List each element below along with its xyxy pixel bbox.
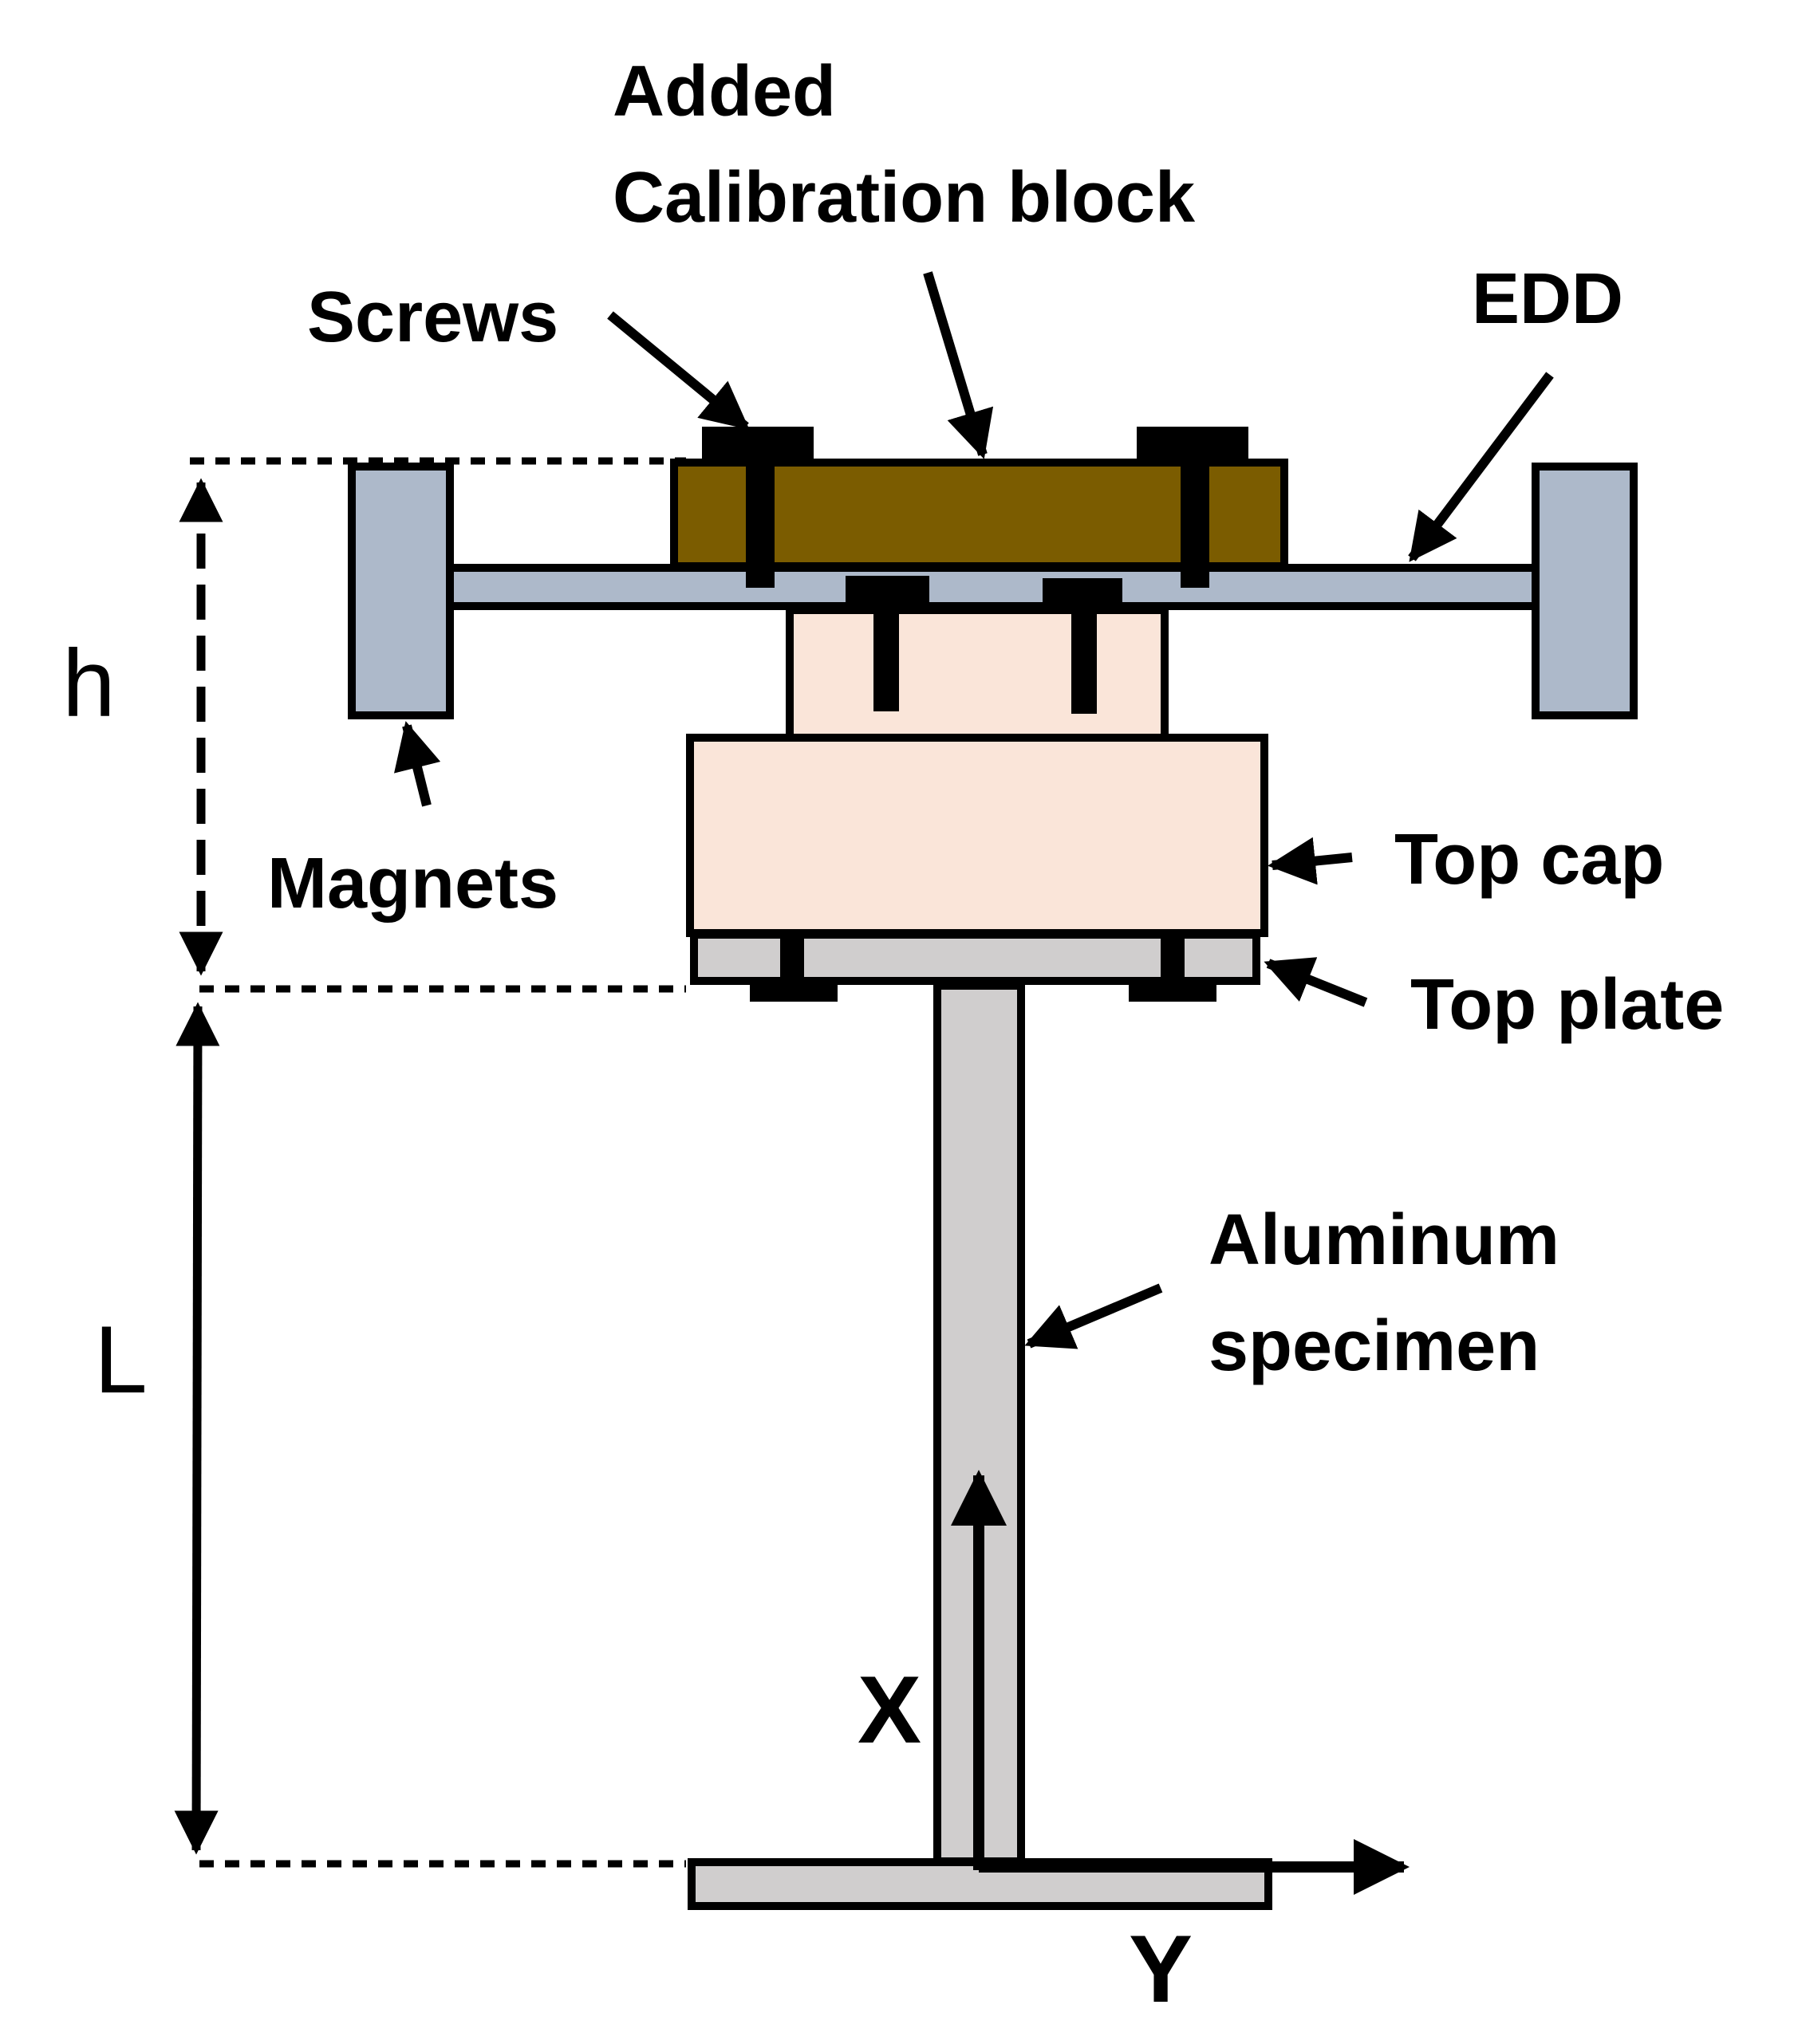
top-plate-label: Top plate bbox=[1410, 965, 1724, 1045]
edd-bar bbox=[443, 564, 1544, 610]
screws-callout-arrow bbox=[607, 311, 750, 431]
l-dimension-arrow bbox=[174, 1002, 220, 1855]
right-magnet bbox=[1532, 463, 1638, 719]
specimen-label-line2: specimen bbox=[1209, 1306, 1540, 1386]
l-dimension bbox=[174, 1002, 220, 1855]
top-plate-right-screw-head bbox=[1129, 983, 1216, 1002]
x-axis-label: X bbox=[858, 1656, 921, 1763]
calibration-block-label-line1: Added bbox=[613, 52, 836, 132]
reference-lines bbox=[190, 457, 686, 1868]
height-symbol: h bbox=[62, 630, 116, 737]
specimen-label-line1: Aluminum bbox=[1209, 1200, 1559, 1280]
upper-left-screw-shaft bbox=[873, 608, 899, 711]
edd-callout-arrow bbox=[1408, 372, 1554, 562]
y-axis-label: Y bbox=[1129, 1916, 1193, 2022]
right-screw-shaft bbox=[1181, 460, 1209, 588]
top-plate-right-screw bbox=[1161, 935, 1185, 984]
left-screw-head bbox=[702, 427, 814, 460]
left-screw-shaft bbox=[746, 460, 775, 588]
magnets-label: Magnets bbox=[267, 844, 558, 924]
edd-label: EDD bbox=[1472, 259, 1623, 339]
calibration-block-label-line2: Calibration block bbox=[613, 158, 1196, 238]
top-plate-left-screw bbox=[780, 935, 804, 984]
upper-cap-block bbox=[786, 606, 1169, 742]
right-screw-head bbox=[1137, 427, 1248, 460]
top-cap bbox=[686, 734, 1268, 937]
specimen-callout-arrow bbox=[1024, 1283, 1163, 1349]
top-plate-callout-arrow bbox=[1264, 957, 1368, 1007]
length-symbol: L bbox=[94, 1306, 148, 1413]
top-cap-label: Top cap bbox=[1394, 820, 1664, 900]
calibration-block-callout-arrow bbox=[923, 271, 994, 459]
upper-right-screw-head bbox=[1043, 578, 1122, 610]
top-cap-callout-arrow bbox=[1268, 837, 1353, 885]
screws-label: Screws bbox=[307, 278, 558, 357]
upper-right-screw-shaft bbox=[1071, 610, 1097, 714]
magnets-callout-arrow bbox=[393, 721, 441, 807]
left-magnet bbox=[348, 463, 454, 719]
top-plate-left-screw-head bbox=[750, 983, 838, 1002]
upper-left-screw-head bbox=[846, 576, 929, 608]
callout-arrows bbox=[393, 271, 1554, 1349]
